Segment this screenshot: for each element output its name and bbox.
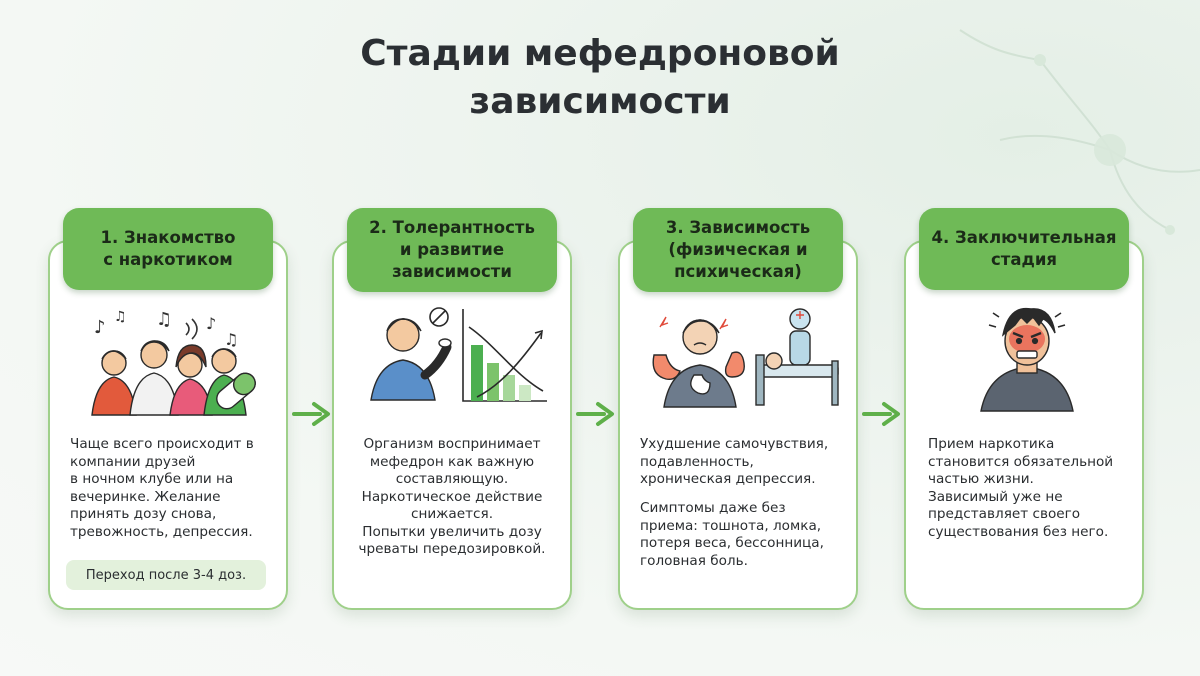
stage-3-description: Ухудшение самочувствия, подавленность, х… [640,436,828,489]
stage-1-description: Чаще всего происходит в компании друзей … [70,436,254,541]
stage-4-text-line-6: существования без него. [928,523,1109,540]
arrow-right-icon [576,402,614,426]
stage-4-text-line-2: становится обязательной [928,453,1114,470]
svg-text:♫: ♫ [156,309,172,330]
arrow-right-icon [292,402,330,426]
no-pill-icon [429,307,449,327]
bar-chart-icon [462,309,547,402]
stage-header-4-line-1: 4. Заключительная [931,228,1117,247]
stage-header-1-line-2: с наркотиком [103,250,233,269]
stage-3-text-line-1: Ухудшение самочувствия, [640,436,829,452]
stage-2-text-line-7: чреваты передозировкой. [358,541,546,557]
title-line-1: Стадии мефедроновой [360,33,840,74]
stage-header-3-line-2: (физическая и [668,240,808,259]
capsule-icon [216,372,256,410]
stage-1-text-line-1: Чаще всего происходит в [70,436,254,452]
stage-header-2-line-1: 2. Толерантность [369,218,535,237]
stage-3-symptoms: Симптомы даже без приема: тошнота, ломка… [640,500,824,570]
music-notes-icon: ♪ ♫ ♫ ♪ ♫ [94,309,238,349]
stage-4-text-line-4: Зависимый уже не [928,488,1063,505]
stage-3-symptoms-line-3: потеря веса, бессонница, [640,535,824,551]
stage-3-text-line-2: подавленность, [640,453,754,470]
svg-text:♫: ♫ [224,330,238,349]
stage-card-1 [48,240,288,610]
stage-3-text-line-3: хроническая депрессия. [640,471,816,487]
stage-2-description: Организм воспринимает мефедрон как важну… [346,436,558,559]
stage-1-transition-note: Переход после 3-4 доз. [66,560,266,590]
stage-1-text-line-5: принять дозу снова, [70,506,217,522]
stage-header-1-line-1: 1. Знакомство [100,228,236,247]
hospital-bed-icon [755,308,839,406]
stage-3-symptoms-line-1: Симптомы даже без [640,500,786,516]
stage-1-text-line-4: вечеринке. Желание [70,488,221,505]
stage-4-text-line-5: представляет своего [928,506,1081,522]
stage-2-text-line-5: снижается. [410,506,494,522]
stage-header-2-line-2: и развитие [399,240,505,259]
stage-2-text-line-4: Наркотическое действие [361,488,543,505]
stomach-icon [652,351,745,395]
stage-header-4: 4. Заключительная стадия [919,208,1129,290]
angry-face-icon [980,307,1074,412]
party-friends-icon: ♪ ♫ ♫ ♪ ♫ [91,309,256,416]
man-taking-pill-icon [370,307,547,402]
stage-1-text-line-2: компании друзей [70,453,196,470]
stage-header-3: 3. Зависимость (физическая и психическая… [633,208,843,292]
stage-2-text-line-2: мефедрон как важную [369,453,535,470]
svg-text:♫: ♫ [114,309,127,325]
stage-header-4-line-2: стадия [991,250,1057,269]
stage-card-4 [904,240,1144,610]
stage-1-text-line-6: тревожность, депрессия. [70,523,253,540]
stage-header-3-line-3: психическая) [674,262,802,281]
stage-3-symptoms-line-2: приема: тошнота, ломка, [640,517,822,534]
stage-3-symptoms-line-4: головная боль. [640,552,748,569]
stage-header-1: 1. Знакомство с наркотиком [63,208,273,290]
title-line-2: зависимости [469,81,731,122]
stage-4-text-line-3: частью жизни. [928,471,1034,487]
stage-2-text-line-1: Организм воспринимает [363,436,541,452]
stage-header-3-line-1: 3. Зависимость [665,218,811,237]
stage-header-2-line-3: зависимости [392,262,512,281]
arrow-right-icon [862,402,900,426]
svg-text:♪: ♪ [94,317,106,338]
stage-1-text-line-3: в ночном клубе или на [70,471,234,487]
page-title: Стадии мефедроновой зависимости [0,30,1200,126]
stage-2-text-line-6: Попытки увеличить дозу [362,523,542,540]
stage-2-text-line-3: составляющую. [395,471,509,487]
sick-man-icon [652,308,839,408]
svg-text:♪: ♪ [206,314,216,333]
stage-4-text-line-1: Прием наркотика [928,436,1055,452]
stage-4-description: Прием наркотика становится обязательной … [928,436,1113,541]
stage-header-2: 2. Толерантность и развитие зависимости [347,208,557,292]
